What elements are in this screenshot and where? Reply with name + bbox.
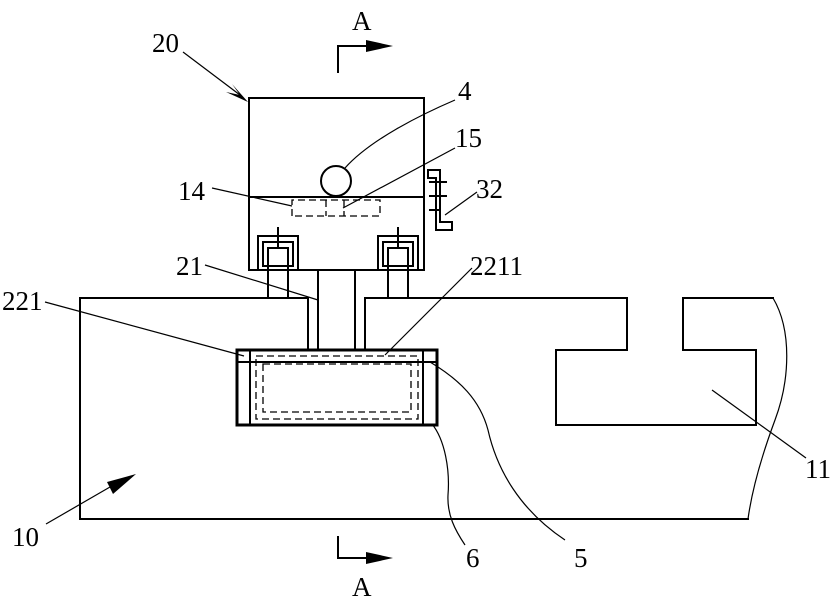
section-mark-top: A — [338, 6, 393, 72]
inner-block-221 — [237, 350, 437, 425]
label-14: 14 — [178, 176, 206, 206]
label-10: 10 — [12, 522, 39, 552]
stem-21 — [318, 270, 355, 350]
label-15: 15 — [455, 123, 482, 153]
label-221: 221 — [2, 286, 43, 316]
label-5: 5 — [574, 543, 588, 573]
base-body-10 — [80, 298, 787, 519]
label-11: 11 — [805, 454, 831, 484]
label-21: 21 — [176, 251, 203, 281]
section-mark-bottom: A — [338, 537, 393, 602]
handle-32 — [428, 170, 452, 230]
label-4: 4 — [458, 76, 472, 106]
label-2211: 2211 — [470, 251, 523, 281]
label-32: 32 — [476, 174, 503, 204]
ball-4 — [321, 166, 351, 196]
label-20: 20 — [152, 28, 179, 58]
label-6: 6 — [466, 543, 480, 573]
section-label-bottom: A — [352, 572, 372, 602]
roller-right — [378, 228, 418, 298]
section-label-top: A — [352, 6, 372, 36]
part-labels: 20 4 15 14 32 21 2211 221 11 10 6 5 — [2, 28, 831, 573]
